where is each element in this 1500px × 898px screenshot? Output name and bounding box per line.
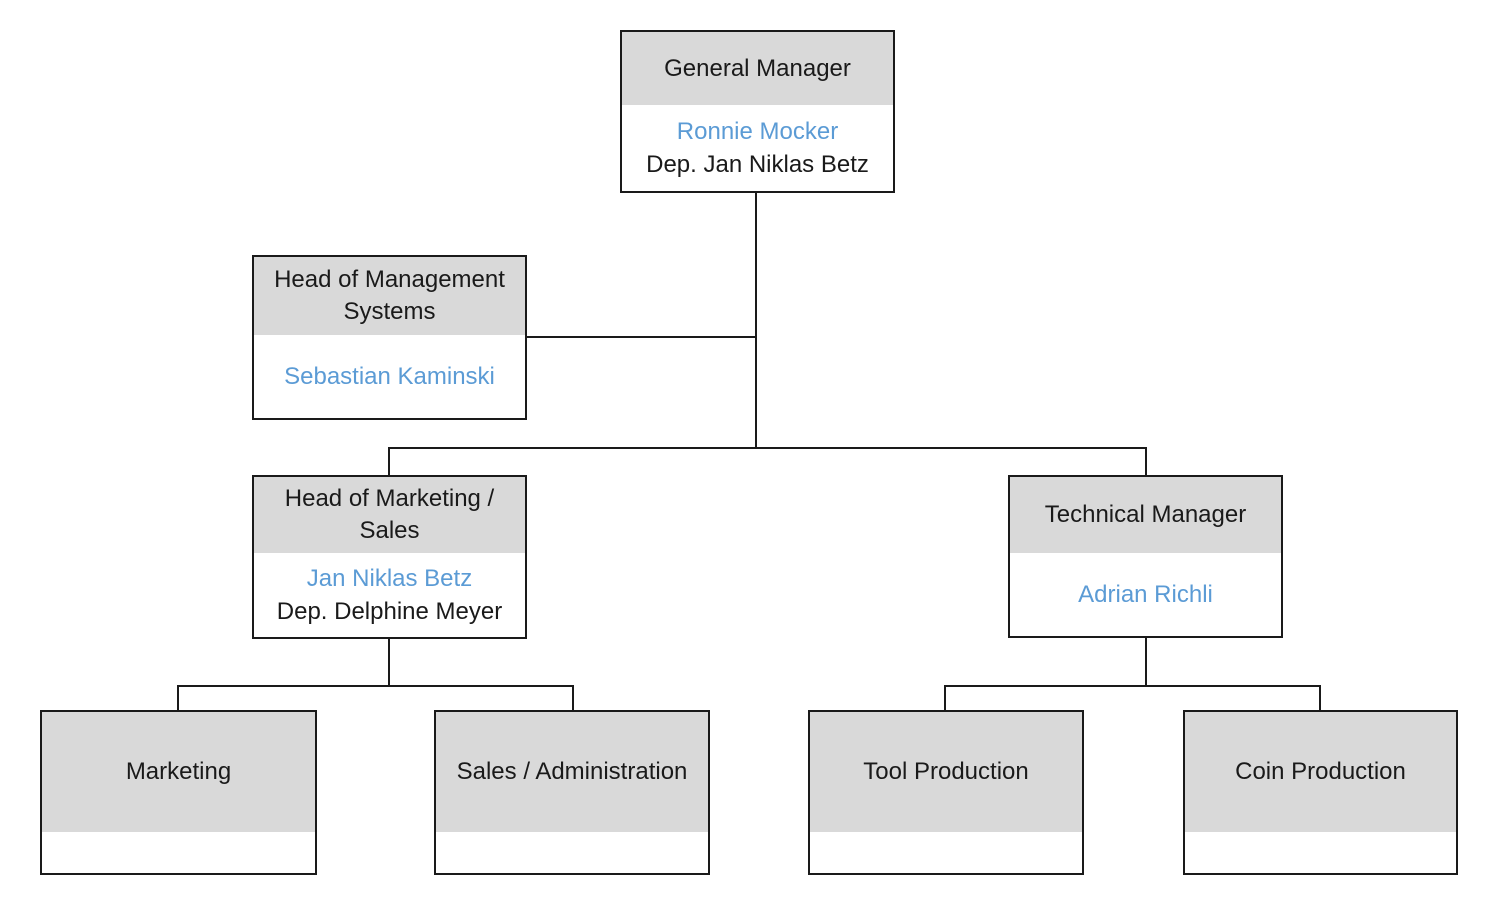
node-title: Marketing (42, 712, 315, 832)
connector-level2-right-drop (1145, 447, 1147, 475)
connector-marketing-horizontal (177, 685, 574, 687)
org-node-marketing: Marketing (40, 710, 317, 875)
person-name: Ronnie Mocker (676, 118, 839, 145)
org-node-head-marketing-sales: Head of Marketing / Sales Jan Niklas Bet… (252, 475, 527, 639)
node-title: Head of Management Systems (254, 257, 525, 335)
node-title: Head of Marketing / Sales (254, 477, 525, 553)
connector-production-horizontal (944, 685, 1321, 687)
node-title-text: Coin Production (1235, 758, 1406, 785)
node-body: Sebastian Kaminski (254, 335, 525, 418)
person-name: Sebastian Kaminski (284, 363, 495, 390)
org-node-technical-manager: Technical Manager Adrian Richli (1008, 475, 1283, 638)
node-title: Sales / Administration (436, 712, 708, 832)
node-title: General Manager (622, 32, 893, 105)
node-body: Jan Niklas Betz Dep. Delphine Meyer (254, 553, 525, 637)
node-title-text: General Manager (664, 54, 851, 82)
connector-tm-vertical (1145, 638, 1147, 686)
deputy-name: Dep. Delphine Meyer (276, 598, 503, 625)
org-node-head-management-systems: Head of Management Systems Sebastian Kam… (252, 255, 527, 420)
node-title: Coin Production (1185, 712, 1456, 832)
connector-hms-horizontal (527, 336, 757, 338)
node-title-text: Technical Manager (1044, 501, 1247, 528)
node-title: Tool Production (810, 712, 1082, 832)
org-node-general-manager: General Manager Ronnie Mocker Dep. Jan N… (620, 30, 895, 193)
deputy-name: Dep. Jan Niklas Betz (646, 151, 869, 178)
connector-hmks-vertical (388, 639, 390, 686)
connector-marketing-right-drop (572, 685, 574, 710)
node-title-text: Tool Production (863, 758, 1029, 785)
person-name: Adrian Richli (1078, 581, 1213, 608)
node-body: Ronnie Mocker Dep. Jan Niklas Betz (622, 105, 893, 191)
person-name: Jan Niklas Betz (306, 565, 473, 592)
node-title-text: Marketing (125, 758, 232, 785)
connector-production-left-drop (944, 685, 946, 710)
connector-gm-vertical (755, 193, 757, 448)
connector-level2-horizontal (388, 447, 1147, 449)
connector-level2-left-drop (388, 447, 390, 475)
connector-production-right-drop (1319, 685, 1321, 710)
node-body: Adrian Richli (1010, 553, 1281, 636)
node-title-text: Head of Marketing / Sales (284, 485, 495, 544)
node-title-text: Head of Management Systems (274, 266, 505, 325)
connector-marketing-left-drop (177, 685, 179, 710)
node-title: Technical Manager (1010, 477, 1281, 553)
org-node-sales-administration: Sales / Administration (434, 710, 710, 875)
node-title-text: Sales / Administration (456, 758, 688, 785)
org-node-coin-production: Coin Production (1183, 710, 1458, 875)
org-node-tool-production: Tool Production (808, 710, 1084, 875)
